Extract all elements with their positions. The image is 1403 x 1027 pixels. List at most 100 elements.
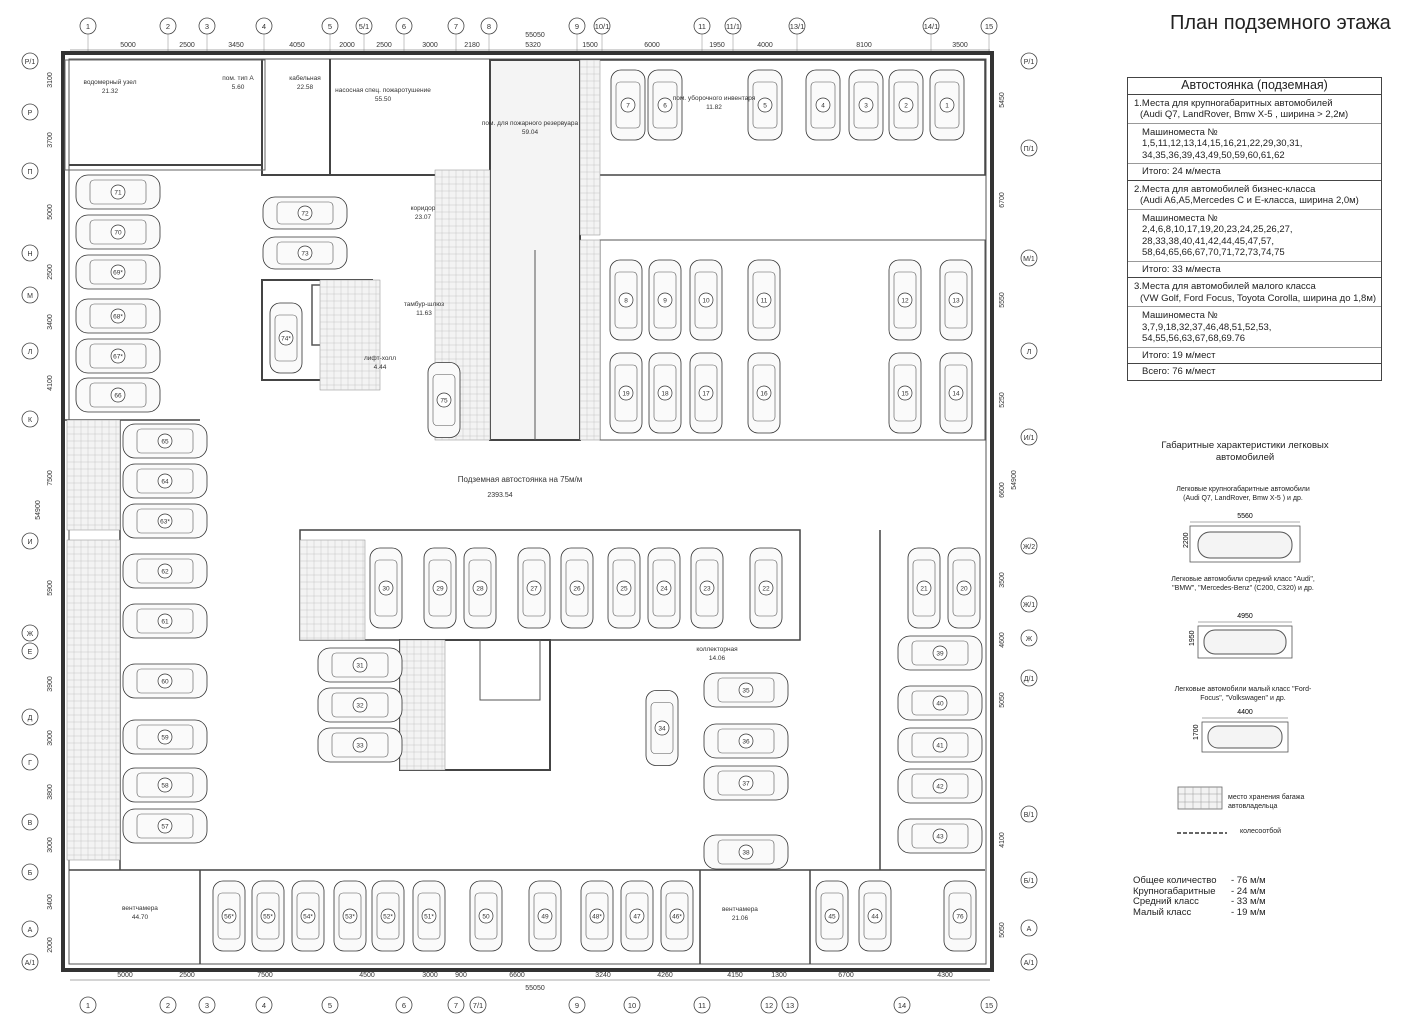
car-roof (952, 559, 976, 617)
axis-bubble (724, 17, 742, 35)
spot-number-circle (616, 580, 632, 596)
spot-number-circle (157, 513, 173, 529)
axis-label: 5 (328, 1001, 332, 1010)
spot-number-circle (342, 908, 358, 924)
dimension-label: 5000 (120, 42, 136, 49)
spot-number-circle (620, 97, 636, 113)
storage-tile (66, 539, 121, 861)
car-roof (136, 608, 194, 634)
parking-spot: 15 (888, 352, 922, 434)
spot-number-circle (352, 657, 368, 673)
spot-number-circle (157, 433, 173, 449)
car-roof (652, 81, 678, 129)
car-roof (89, 382, 147, 408)
car-roof (615, 81, 641, 129)
car-roof (256, 892, 280, 940)
total-label: Крупногабаритные (1133, 885, 1216, 897)
spot-number-circle (300, 908, 316, 924)
spot-number-circle (756, 385, 772, 401)
room-area: 55.50 (375, 96, 392, 103)
axis-bubble (568, 996, 586, 1014)
spot-number: 24 (660, 586, 668, 593)
spot-number-circle (698, 385, 714, 401)
dimension-label: 900 (455, 972, 467, 979)
axis-bubble (1020, 595, 1038, 613)
dimension-label: 4500 (359, 972, 375, 979)
parking-spot: 14 (939, 352, 973, 434)
dimension-label: 3000 (422, 972, 438, 979)
dimension-label: 3400 (47, 314, 54, 330)
parking-spot: 76 (943, 880, 977, 952)
parking-spot: 31 (317, 647, 403, 683)
axis-bubble (980, 17, 998, 35)
spot-number: 42 (936, 784, 944, 791)
axis-bubble (469, 996, 487, 1014)
spot-number-circle (698, 292, 714, 308)
spot-number-circle (757, 97, 773, 113)
car-roof (717, 770, 775, 796)
axis-bubble (1020, 342, 1038, 360)
axis-bubble (922, 17, 940, 35)
axis-bubble (21, 342, 39, 360)
storage-tile (319, 279, 381, 391)
parking-spot: 54* (291, 880, 325, 952)
car-roof (136, 772, 194, 798)
spot-number: 44 (871, 914, 879, 921)
dimension-label: 2180 (464, 42, 480, 49)
parking-spot: 52* (371, 880, 405, 952)
parking-spot: 30 (369, 547, 403, 629)
car-roof (893, 271, 917, 329)
dimension-label: 5450 (999, 92, 1006, 108)
parking-spot: 65 (122, 423, 208, 459)
axis-label: А (28, 927, 33, 934)
car-roof (417, 892, 441, 940)
car-roof (820, 892, 844, 940)
dimension-label: 2500 (179, 972, 195, 979)
axis-label: 13/1 (790, 22, 805, 31)
room-area: 44.70 (132, 914, 149, 921)
car-roof (136, 668, 194, 694)
spot-number: 63* (160, 519, 170, 526)
car-small-width: 1700 (1193, 724, 1200, 740)
axis-label: 2 (166, 1001, 170, 1010)
car-roof (911, 690, 969, 716)
spot-number: 9 (663, 298, 667, 305)
parking-spot: 20 (947, 547, 981, 629)
axis-bubble (79, 17, 97, 35)
axis-bubble (1020, 249, 1038, 267)
spot-number: 74* (281, 336, 291, 343)
spot-number: 46* (672, 914, 682, 921)
axis-bubble (21, 162, 39, 180)
total-value: - 19 м/м (1231, 906, 1266, 918)
axis-bubble (788, 17, 806, 35)
car-roof (276, 201, 334, 225)
spot-number-circle (756, 292, 772, 308)
axis-bubble (1020, 871, 1038, 889)
spot-number-circle (110, 348, 126, 364)
parking-spot: 32 (317, 687, 403, 723)
axis-label: 9 (575, 22, 579, 31)
axis-bubble (1020, 629, 1038, 647)
car-roof (89, 303, 147, 329)
room-name: пом. для пожарного резервуара (482, 120, 579, 127)
storage-tile (66, 419, 121, 531)
car-roof (376, 892, 400, 940)
dimension-label: 2500 (47, 264, 54, 280)
storage-tile (299, 539, 366, 641)
spot-number: 67* (113, 354, 123, 361)
parking-spot: 61 (122, 603, 208, 639)
parking-spot: 49 (528, 880, 562, 952)
car-roof (136, 724, 194, 750)
dimension-label: 5900 (47, 580, 54, 596)
spot-number-circle (939, 97, 955, 113)
dimension-label: 7500 (47, 470, 54, 486)
spot-number: 75 (440, 398, 448, 405)
spot-number: 40 (936, 701, 944, 708)
axis-bubble (781, 996, 799, 1014)
spot-number: 56* (224, 914, 234, 921)
spot-number-circle (932, 695, 948, 711)
